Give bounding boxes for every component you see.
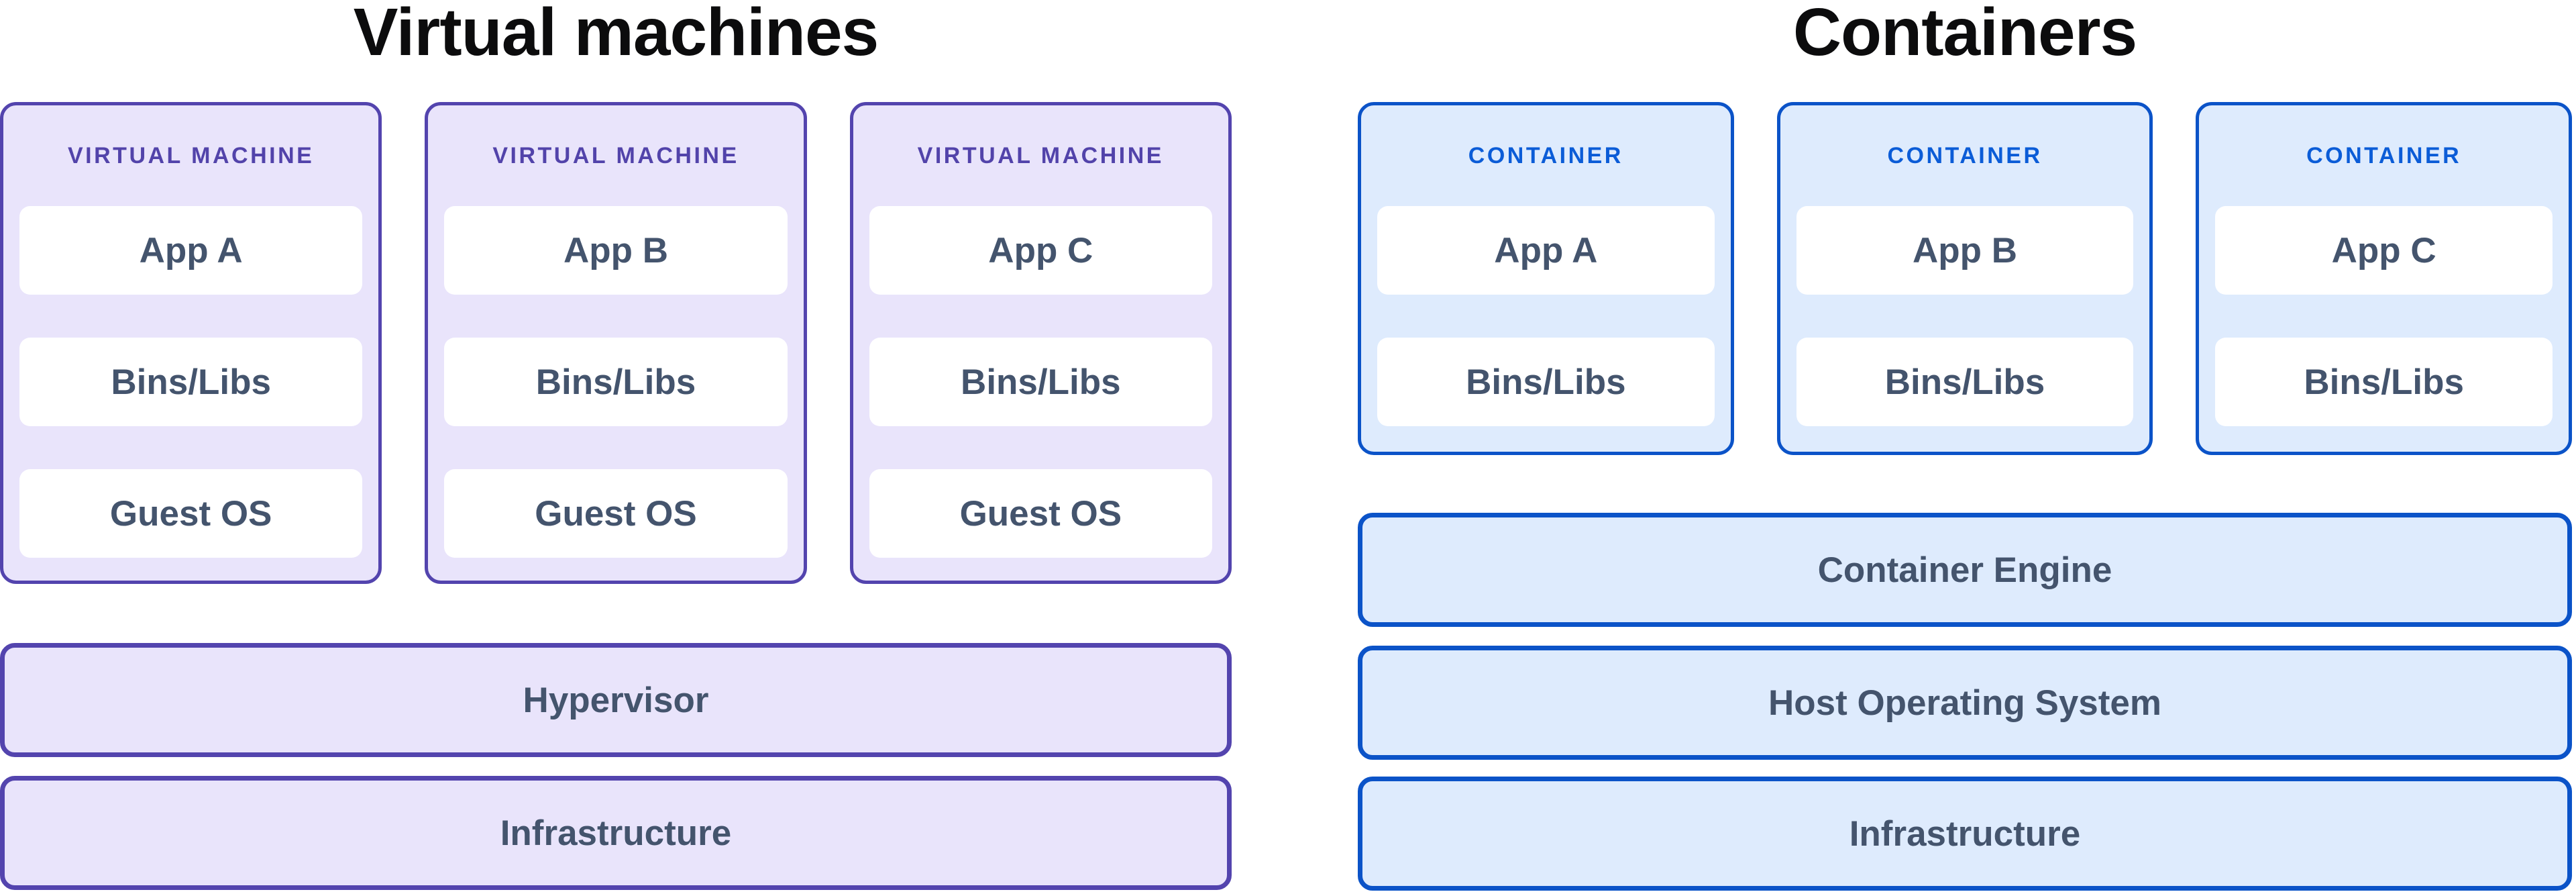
container-card-2: CONTAINER App B Bins/Libs <box>1776 102 2153 455</box>
hypervisor-bar: Hypervisor <box>0 643 1232 757</box>
vm2-app-b-box: App B <box>444 206 788 295</box>
container2-bins-libs-box: Bins/Libs <box>1796 338 2134 426</box>
container-card-3-label: CONTAINER <box>2306 142 2462 168</box>
vm-infrastructure-bar: Infrastructure <box>0 776 1232 890</box>
container-card-3: CONTAINER App C Bins/Libs <box>2196 102 2573 455</box>
host-operating-system-bar: Host Operating System <box>1358 646 2572 760</box>
container-cards-row: CONTAINER App A Bins/Libs CONTAINER App … <box>1358 102 2573 455</box>
virtual-machines-title: Virtual machines <box>353 0 879 70</box>
vm3-guest-os-box: Guest OS <box>869 469 1212 558</box>
containers-title: Containers <box>1792 0 2137 70</box>
vm3-app-c-box: App C <box>869 206 1212 295</box>
vm-card-2: VIRTUAL MACHINE App B Bins/Libs Guest OS <box>425 102 807 584</box>
virtual-machines-section: Virtual machines VIRTUAL MACHINE App A B… <box>0 0 1232 894</box>
vm-cards-row: VIRTUAL MACHINE App A Bins/Libs Guest OS… <box>0 102 1232 584</box>
container3-bins-libs-box: Bins/Libs <box>2215 338 2553 426</box>
container1-bins-libs-box: Bins/Libs <box>1377 338 1715 426</box>
container1-app-a-box: App A <box>1377 206 1715 295</box>
vm2-bins-libs-box: Bins/Libs <box>444 338 788 426</box>
containers-infrastructure-bar: Infrastructure <box>1358 777 2572 891</box>
vm-card-2-label: VIRTUAL MACHINE <box>492 142 739 168</box>
vm-card-3: VIRTUAL MACHINE App C Bins/Libs Guest OS <box>849 102 1232 584</box>
container-engine-bar: Container Engine <box>1358 513 2572 627</box>
container-card-2-label: CONTAINER <box>1887 142 2043 168</box>
vm1-guest-os-box: Guest OS <box>19 469 363 558</box>
vm2-guest-os-box: Guest OS <box>444 469 788 558</box>
vm1-bins-libs-box: Bins/Libs <box>19 338 363 426</box>
vm3-bins-libs-box: Bins/Libs <box>869 338 1212 426</box>
vm-card-1-label: VIRTUAL MACHINE <box>68 142 315 168</box>
container-card-1: CONTAINER App A Bins/Libs <box>1358 102 1734 455</box>
vm-card-3-label: VIRTUAL MACHINE <box>917 142 1164 168</box>
container3-app-c-box: App C <box>2215 206 2553 295</box>
containers-section: Containers CONTAINER App A Bins/Libs CON… <box>1358 0 2573 894</box>
container-card-1-label: CONTAINER <box>1468 142 1623 168</box>
container2-app-b-box: App B <box>1796 206 2134 295</box>
vm1-app-a-box: App A <box>19 206 363 295</box>
vm-card-1: VIRTUAL MACHINE App A Bins/Libs Guest OS <box>0 102 382 584</box>
